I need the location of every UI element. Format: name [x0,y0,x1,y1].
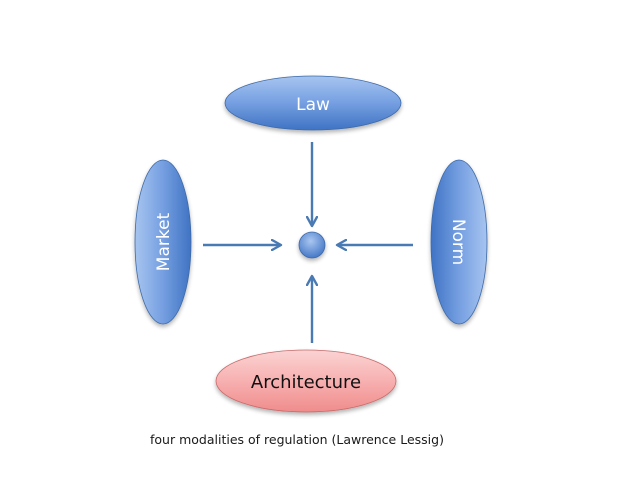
law-label: Law [296,95,330,115]
node-market: Market [134,159,192,325]
law-ellipse [224,75,402,131]
node-architecture: Architecture [215,349,397,413]
market-ellipse [134,159,192,325]
architecture-ellipse [215,349,397,413]
center-dot [298,231,326,259]
architecture-label: Architecture [251,372,361,393]
market-label: Market [154,212,174,271]
diagram-caption: four modalities of regulation (Lawrence … [150,432,444,447]
norm-label: Norm [448,219,468,265]
norm-ellipse [430,159,488,325]
node-norm: Norm [430,159,488,325]
node-law: Law [224,75,402,131]
